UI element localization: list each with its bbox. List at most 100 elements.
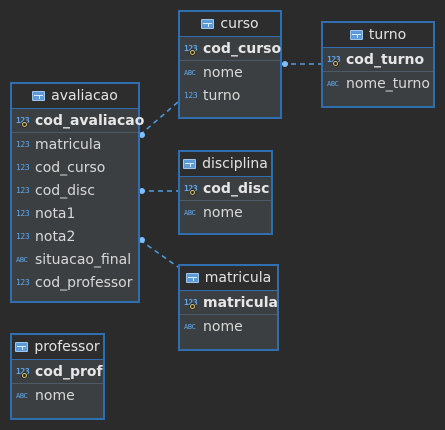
entity-header-turno[interactable]: turno [323,23,433,48]
column-label: cod_professor [35,274,133,291]
column-cod-turno[interactable]: cod_turno [323,48,433,71]
primary-key-section-professor: cod_prof [12,360,103,384]
table-icon [349,30,363,40]
column-label: cod_disc [203,180,270,197]
table-icon [183,159,197,169]
primary-key-section-matricula: matricula [180,291,278,315]
columns-section-matricula: nome [180,315,277,338]
entity-header-matricula[interactable]: matricula [180,266,277,291]
column-nome[interactable]: nome [180,201,271,224]
column-label: cod_avaliacao [35,112,145,129]
numeric-type-icon [184,90,200,102]
column-cod-disc-pk[interactable]: cod_disc [180,177,271,200]
link-avaliacao-matricula[interactable] [139,239,179,268]
entity-avaliacao[interactable]: avaliacao cod_avaliacao matricula cod_cu… [10,82,144,303]
primary-key-section-avaliacao: cod_avaliacao [12,109,144,133]
column-label: situacao_final [35,251,132,268]
primary-key-section-turno: cod_turno [323,48,433,72]
entity-header-disciplina[interactable]: disciplina [180,152,271,177]
primary-key-icon [16,366,32,379]
column-label: cod_disc [35,182,95,199]
numeric-type-icon [16,231,32,243]
table-icon [15,342,29,352]
text-type-icon [184,67,200,79]
column-label: nome [203,318,243,335]
column-label: matricula [203,294,278,311]
column-label: cod_turno [346,51,425,68]
primary-key-icon [184,43,200,56]
numeric-type-icon [16,277,32,289]
column-label: cod_curso [203,40,282,57]
numeric-type-icon [16,208,32,220]
link-avaliacao-curso[interactable] [139,101,179,136]
column-cod-curso[interactable]: cod_curso [12,156,138,179]
column-label: cod_prof [35,363,103,380]
columns-section-disciplina: nome [180,201,271,224]
column-situacao-final[interactable]: situacao_final [12,248,138,271]
column-label: matricula [35,136,102,153]
column-label: nome [203,204,243,221]
primary-key-icon [16,115,32,128]
text-type-icon [327,78,343,90]
column-label: nome_turno [346,75,430,92]
columns-section-avaliacao: matricula cod_curso cod_disc nota1 nota2… [12,133,138,294]
column-nome-turno[interactable]: nome_turno [323,72,433,95]
numeric-type-icon [16,185,32,197]
entity-title-matricula: matricula [204,270,272,286]
table-icon [185,273,199,283]
column-cod-curso-pk[interactable]: cod_curso [180,37,282,60]
entity-turno[interactable]: turno cod_turno nome_turno [321,21,435,108]
entity-title-turno: turno [368,27,407,43]
numeric-type-icon [16,139,32,151]
link-avaliacao-matricula-endpoint [139,237,145,243]
link-curso-turno-endpoint [282,61,288,67]
column-label: nome [35,387,75,404]
primary-key-section-curso: cod_curso [180,37,282,61]
link-avaliacao-disciplina-endpoint [139,188,145,194]
column-cod-disc[interactable]: cod_disc [12,179,138,202]
column-nome[interactable]: nome [180,315,277,338]
column-cod-prof[interactable]: cod_prof [12,360,103,383]
text-type-icon [184,207,200,219]
column-nota1[interactable]: nota1 [12,202,138,225]
column-label: nota1 [35,205,76,222]
entity-header-avaliacao[interactable]: avaliacao [12,84,138,109]
columns-section-curso: nome turno [180,61,280,107]
entity-professor[interactable]: professor cod_prof nome [10,333,105,420]
text-type-icon [184,321,200,333]
entity-title-avaliacao: avaliacao [51,88,118,104]
columns-section-turno: nome_turno [323,72,433,95]
entity-title-professor: professor [34,339,100,355]
table-icon [201,19,215,29]
column-label: nota2 [35,228,76,245]
entity-title-disciplina: disciplina [202,156,268,172]
entity-disciplina[interactable]: disciplina cod_disc nome [178,150,273,235]
link-avaliacao-curso-endpoint [139,132,145,138]
column-nome[interactable]: nome [12,384,103,407]
entity-header-curso[interactable]: curso [180,12,280,37]
entity-matricula[interactable]: matricula matricula nome [178,264,279,351]
column-matricula-pk[interactable]: matricula [180,291,278,314]
primary-key-icon [184,297,200,310]
columns-section-professor: nome [12,384,103,407]
primary-key-icon [184,183,200,196]
column-cod-professor[interactable]: cod_professor [12,271,138,294]
column-nome[interactable]: nome [180,61,280,84]
entity-curso[interactable]: curso cod_curso nome turno [178,10,282,119]
column-nota2[interactable]: nota2 [12,225,138,248]
primary-key-icon [327,54,343,67]
column-matricula[interactable]: matricula [12,133,138,156]
column-turno[interactable]: turno [180,84,280,107]
column-label: turno [203,87,241,104]
column-label: nome [203,64,243,81]
column-label: cod_curso [35,159,106,176]
entity-title-curso: curso [220,16,259,32]
column-cod-avaliacao[interactable]: cod_avaliacao [12,109,144,132]
text-type-icon [16,254,32,266]
numeric-type-icon [16,162,32,174]
entity-header-professor[interactable]: professor [12,335,103,360]
table-icon [32,91,46,101]
primary-key-section-disciplina: cod_disc [180,177,271,201]
text-type-icon [16,390,32,402]
